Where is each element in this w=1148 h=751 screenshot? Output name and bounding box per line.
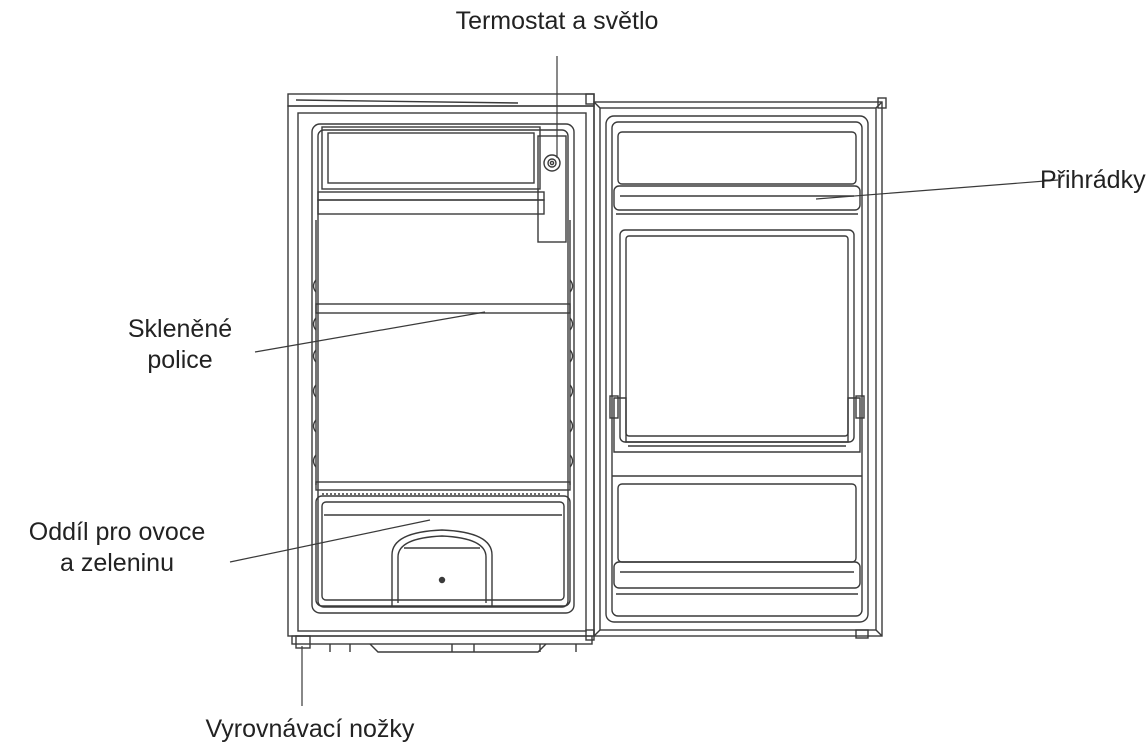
label-leveling-feet: Vyrovnávací nožky <box>205 715 415 743</box>
crisper-drawer <box>315 495 571 607</box>
label-glass-shelves: Skleněné police <box>127 315 233 374</box>
label-thermostat-and-light: Termostat a světlo <box>455 7 659 35</box>
label-door-racks: Přihrádky <box>1040 166 1146 194</box>
thermostat-housing <box>537 135 567 243</box>
thermostat-knob-icon <box>543 154 561 172</box>
fridge-door <box>585 93 887 641</box>
door-rack-top <box>613 131 861 215</box>
label-crisper-drawer: Oddíl pro ovoce a zeleninu <box>28 518 206 577</box>
crisper-drawer-handle-dot <box>438 576 446 584</box>
cabinet-base <box>291 635 593 653</box>
door-rack-bottom <box>612 475 862 595</box>
leader-line-crisper <box>229 519 431 563</box>
fridge-cabinet <box>287 93 595 653</box>
glass-shelves <box>315 303 571 495</box>
freezer-compartment <box>317 126 545 215</box>
door-rack-middle <box>609 229 865 453</box>
leader-lines <box>229 56 1059 706</box>
leader-line-door-racks <box>815 179 1059 200</box>
shelf-supports <box>312 220 574 485</box>
leader-line-glass-shelves <box>254 311 486 353</box>
